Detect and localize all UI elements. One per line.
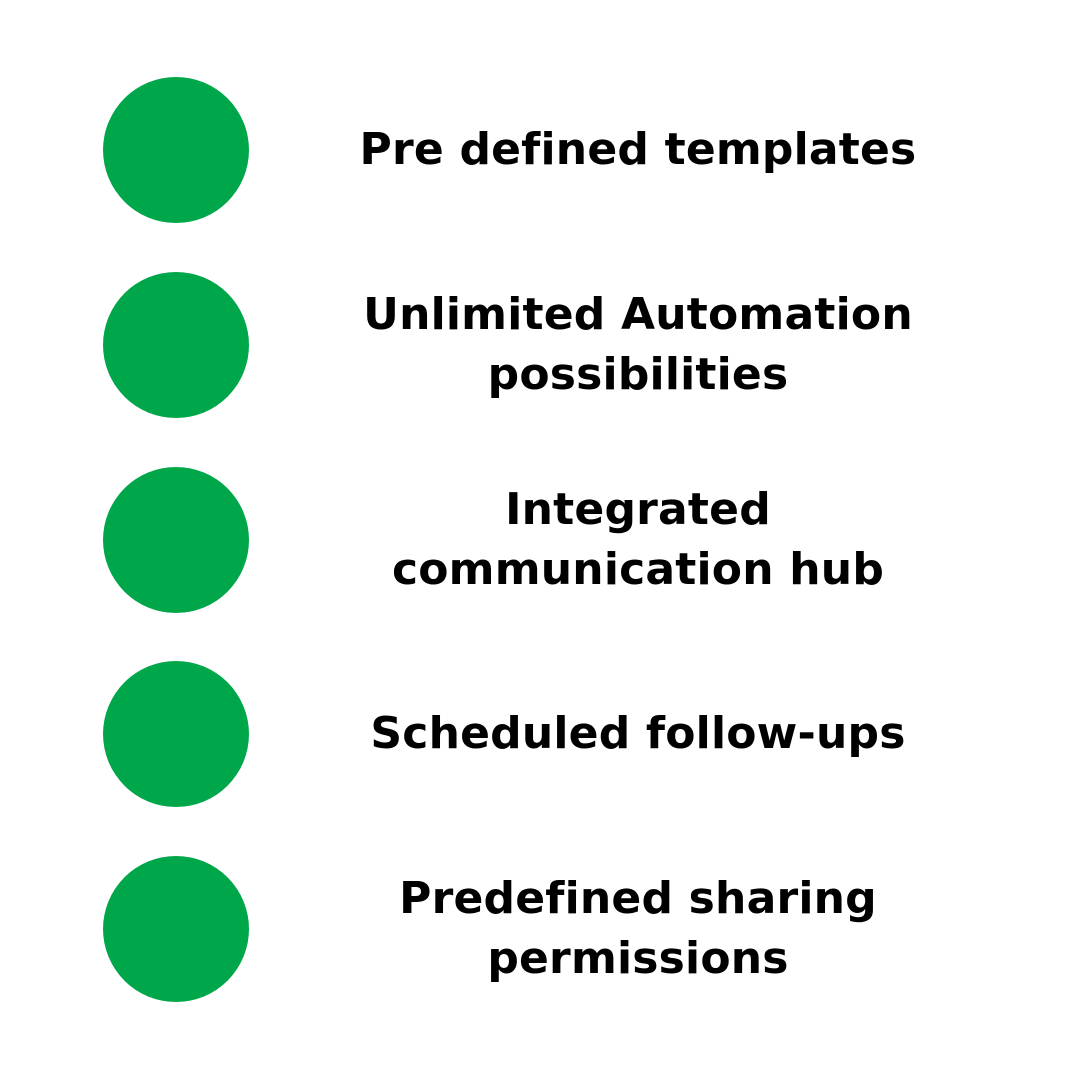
feature-item: Predefined sharing permissions — [0, 856, 1080, 1002]
feature-label: Predefined sharing permissions — [300, 856, 976, 1002]
feature-label-line: communication hub — [391, 544, 885, 595]
feature-item: Scheduled follow-ups — [0, 661, 1080, 807]
feature-label-line: possibilities — [487, 349, 789, 400]
feature-label: Unlimited Automation possibilities — [300, 272, 976, 418]
green-circle-bullet-icon — [103, 467, 249, 613]
feature-item: Unlimited Automation possibilities — [0, 272, 1080, 418]
feature-label-line: Pre defined templates — [359, 124, 917, 175]
green-circle-bullet-icon — [103, 856, 249, 1002]
feature-label: Pre defined templates — [300, 77, 976, 223]
green-circle-bullet-icon — [103, 661, 249, 807]
feature-label: Scheduled follow-ups — [300, 661, 976, 807]
feature-label-line: Unlimited Automation — [363, 289, 913, 340]
green-circle-bullet-icon — [103, 272, 249, 418]
feature-label-line: Integrated — [505, 484, 771, 535]
feature-label-line: Scheduled follow-ups — [370, 708, 906, 759]
feature-item: Pre defined templates — [0, 77, 1080, 223]
feature-label-line: permissions — [487, 933, 789, 984]
feature-label-line: Predefined sharing — [399, 873, 877, 924]
green-circle-bullet-icon — [103, 77, 249, 223]
feature-item: Integrated communication hub — [0, 467, 1080, 613]
feature-label: Integrated communication hub — [300, 467, 976, 613]
